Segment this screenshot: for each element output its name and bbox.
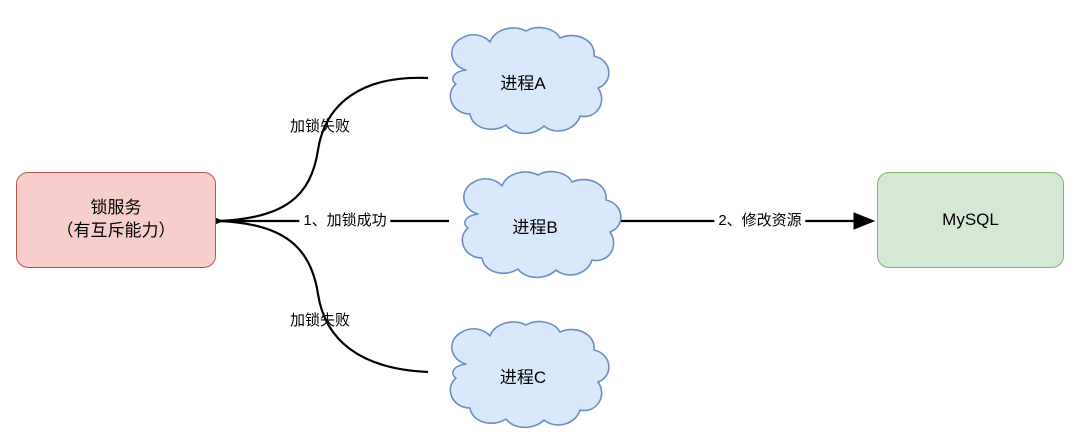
edge-label-b-to-lock: 1、加锁成功: [299, 212, 391, 230]
node-process-b[interactable]: 进程B: [440, 170, 630, 280]
lock-service-text: 锁服务 （有互斥能力）: [57, 197, 176, 243]
cloud-shape-c: [449, 320, 610, 429]
node-process-a[interactable]: 进程A: [428, 26, 618, 136]
node-mysql[interactable]: MySQL: [877, 172, 1064, 268]
mysql-label: MySQL: [942, 209, 999, 229]
edge-label-c-to-lock: 加锁失败: [289, 312, 351, 329]
lock-service-line1: 锁服务: [90, 198, 142, 218]
cloud-shape-a: [449, 26, 610, 135]
edge-label-a-to-lock: 加锁失败: [289, 118, 351, 135]
edge-process-c-to-lock: [200, 211, 429, 374]
cloud-shape-b: [461, 170, 622, 279]
lock-service-line2: （有互斥能力）: [56, 221, 176, 240]
node-process-c[interactable]: 进程C: [428, 320, 618, 430]
edge-process-a-to-lock: [200, 76, 429, 231]
edge-label-b-to-mysql: 2、修改资源: [714, 212, 806, 230]
node-lock-service[interactable]: 锁服务 （有互斥能力）: [16, 172, 216, 268]
